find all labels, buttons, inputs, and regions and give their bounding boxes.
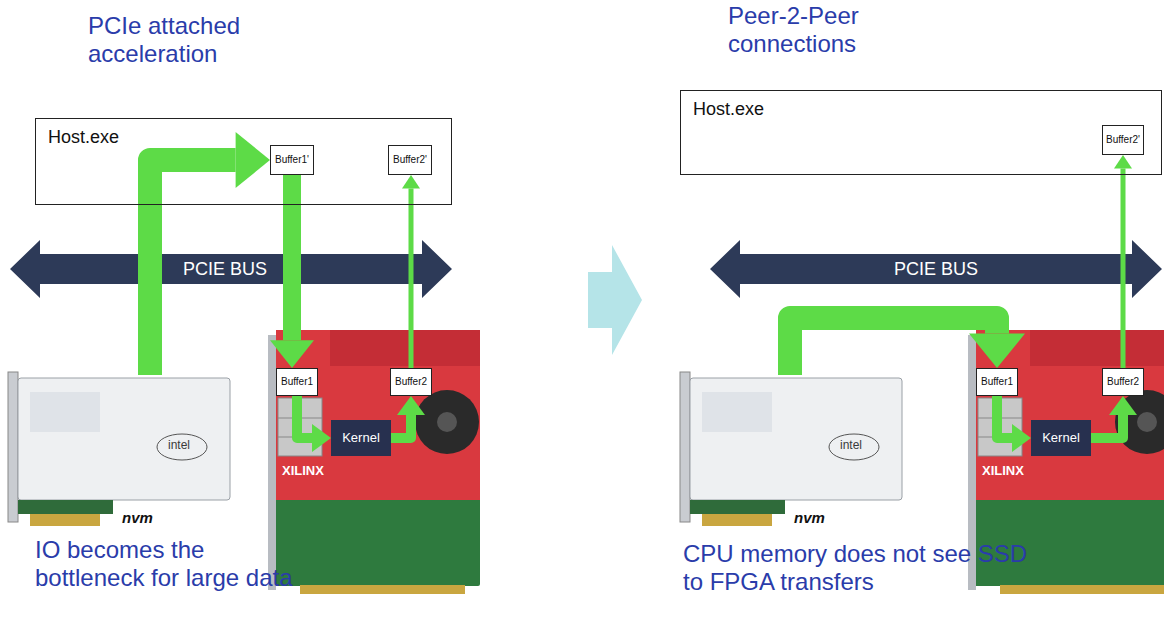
pcie-bus-arrow <box>710 240 1162 298</box>
buffer-box: Buffer2 <box>1102 368 1144 396</box>
program-name: Host.exe <box>48 127 119 148</box>
bus-name: PCIE BUS <box>894 259 978 280</box>
buffer-box: Buffer1 <box>976 368 1018 396</box>
fpga-card: XILINX Buffer1 Buffer2Kernel <box>268 330 480 595</box>
ssd-card <box>680 372 902 526</box>
arrow-shaft <box>1121 169 1126 369</box>
bus-name: PCIE BUS <box>183 259 267 280</box>
buffer-name: Buffer2 <box>1107 376 1139 388</box>
program-box: Host.exeBuffer2' <box>680 90 1162 175</box>
data-flow-arrow <box>1114 155 1132 368</box>
arrow-head <box>969 334 1025 368</box>
arrow-head <box>402 175 420 189</box>
buffer-name: Buffer1 <box>981 376 1013 388</box>
ssd-device: intel nvm <box>680 375 902 535</box>
arrow-head <box>236 132 270 188</box>
buffer-box: Buffer2' <box>1102 125 1144 155</box>
arrow-head <box>1109 396 1137 415</box>
bus-band: PCIE BUS <box>740 254 1132 284</box>
brand-logo: intel <box>168 439 190 453</box>
buffer-name: Buffer2' <box>1106 134 1140 146</box>
buffer-box: Buffer2' <box>388 145 432 175</box>
transition-arrow <box>588 245 642 355</box>
arrow-head <box>312 424 331 452</box>
data-flow-arrow <box>402 175 420 368</box>
data-flow-arrow <box>150 132 270 375</box>
ssd-card <box>8 372 230 526</box>
arrow-shaft <box>1091 415 1123 438</box>
arrow-shaft <box>297 396 312 438</box>
buffer-name: Buffer2 <box>395 376 427 388</box>
arrow-shaft <box>283 175 301 340</box>
arrow-shaft <box>997 396 1012 438</box>
brand-logo: XILINX <box>982 464 1024 479</box>
data-flow-arrow <box>1091 396 1137 438</box>
brand-logo: intel <box>840 439 862 453</box>
caption-text: PCIe attached acceleration <box>88 12 293 67</box>
brand-logo: nvm <box>122 509 153 526</box>
arrow-head <box>270 340 314 368</box>
data-flow-arrow <box>270 175 314 368</box>
arrow-shaft <box>391 415 411 438</box>
arrow-head <box>397 396 425 415</box>
arrow-shaft <box>409 189 414 369</box>
buffer-name: Buffer1 <box>281 376 313 388</box>
brand-logo: nvm <box>794 509 825 526</box>
data-flow-arrow <box>297 396 331 452</box>
program-name: Host.exe <box>693 99 764 120</box>
kernel-name: Kernel <box>1042 431 1080 446</box>
caption-text: CPU memory does not see SSD to FPGA tran… <box>683 540 1043 595</box>
pcie-bus-arrow <box>10 240 452 298</box>
kernel-name: Kernel <box>342 431 380 446</box>
fpga-card <box>268 330 480 594</box>
bus-band: PCIE BUS <box>40 254 410 284</box>
data-flow-arrow <box>391 396 425 438</box>
buffer-name: Buffer1' <box>275 154 309 166</box>
caption-text: IO becomes the bottleneck for large data <box>35 536 307 591</box>
buffer-box: Buffer1 <box>276 368 318 396</box>
buffer-box: Buffer2 <box>390 368 432 396</box>
buffer-box: Buffer1' <box>270 145 314 175</box>
program-box: Host.exeBuffer1' Buffer2' <box>35 118 452 205</box>
buffer-name: Buffer2' <box>393 154 427 166</box>
caption-text: Peer-2-Peer connections <box>728 2 933 57</box>
arrow-head <box>1114 155 1132 169</box>
ssd-device: intel nvm <box>8 375 230 535</box>
arrow-shaft <box>790 318 997 375</box>
data-flow-arrow <box>790 318 1025 375</box>
data-flow-arrow <box>997 396 1031 452</box>
kernel-box: Kernel <box>331 420 391 456</box>
brand-logo: XILINX <box>282 464 324 479</box>
kernel-box: Kernel <box>1031 420 1091 456</box>
arrow-head <box>1012 424 1031 452</box>
